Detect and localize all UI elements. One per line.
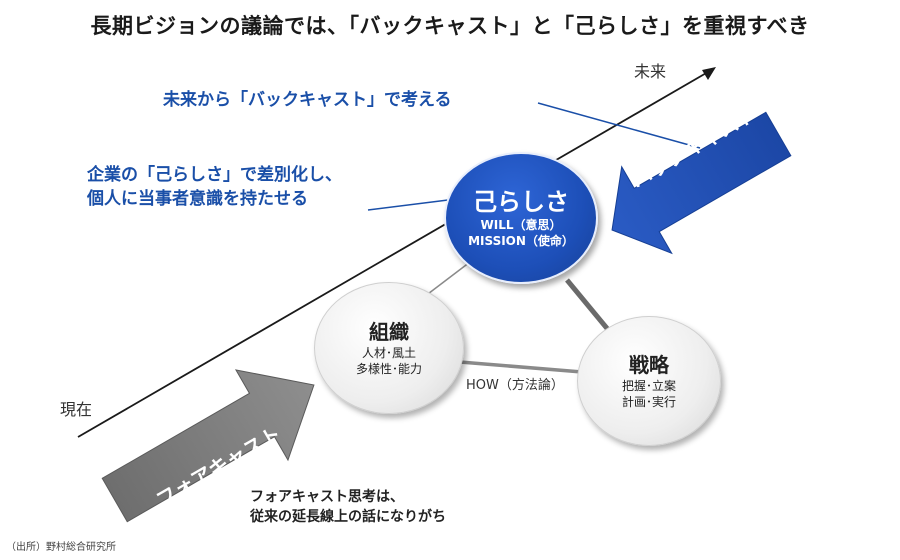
future-label: 未来 xyxy=(634,62,667,81)
timeline-arrowhead xyxy=(702,67,716,80)
backcast-note-pointer xyxy=(537,102,701,149)
page-title: 長期ビジョンの議論では、「バックキャスト」と「己らしさ」を重視すべき xyxy=(90,14,810,38)
organization-circle: 組織 人材･風土 多様性･能力 xyxy=(314,282,464,414)
forecast-note: フォアキャスト思考は、 従来の延長線上の話になりがち xyxy=(250,487,446,527)
identity-will: WILL（意思） xyxy=(480,218,562,232)
organization-title: 組織 xyxy=(369,320,409,344)
strategy-title: 戦略 xyxy=(629,353,669,377)
strategy-line2: 計画･実行 xyxy=(621,395,676,409)
present-label: 現在 xyxy=(60,400,93,419)
connector-identity-strategy xyxy=(565,278,612,334)
backcast-note: 未来から「バックキャスト」で考える xyxy=(163,90,452,110)
identity-title: 己らしさ xyxy=(473,188,569,216)
how-label: HOW（方法論） xyxy=(466,378,564,393)
identity-note-line1: 企業の「己らしさ」で差別化し、 xyxy=(87,165,342,185)
organization-line1: 人材･風土 xyxy=(361,346,416,360)
forecast-arrow xyxy=(101,369,315,523)
strategy-circle: 戦略 把握･立案 計画･実行 xyxy=(577,316,721,446)
identity-note-line2: 個人に当事者意識を持たせる xyxy=(87,189,308,209)
identity-note: 企業の「己らしさ」で差別化し、 個人に当事者意識を持たせる xyxy=(87,163,342,211)
strategy-line1: 把握･立案 xyxy=(621,379,676,393)
forecast-note-line2: 従来の延長線上の話になりがち xyxy=(250,509,446,525)
source-note: （出所）野村総合研究所 xyxy=(6,542,116,553)
organization-line2: 多様性･能力 xyxy=(355,362,422,376)
timeline-axis xyxy=(77,67,716,438)
forecast-note-line1: フォアキャスト思考は、 xyxy=(250,489,404,505)
identity-circle: 己らしさ WILL（意思） MISSION（使命） xyxy=(444,152,598,284)
connector-organization-strategy xyxy=(459,360,583,374)
identity-mission: MISSION（使命） xyxy=(468,234,574,248)
identity-note-pointer xyxy=(367,199,449,211)
backcast-arrow xyxy=(611,111,792,255)
